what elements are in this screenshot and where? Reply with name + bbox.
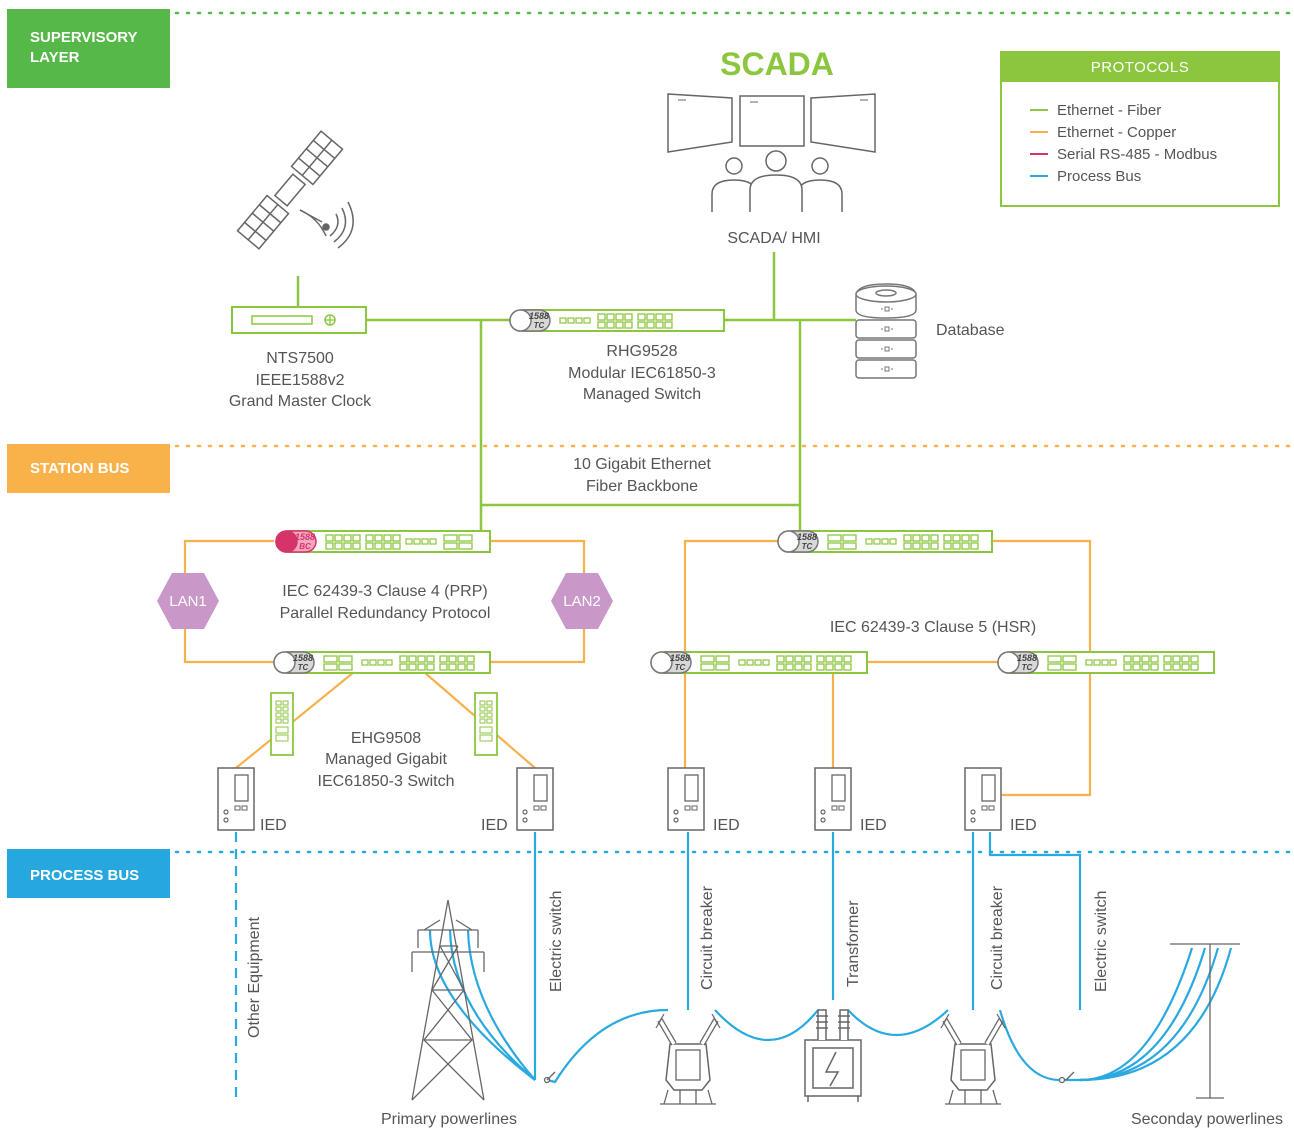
electric-switch-icon-left (543, 1071, 556, 1084)
circuit-breaker-icon-right (941, 1014, 1005, 1104)
hsr-label: IEC 62439-3 Clause 5 (HSR) (830, 619, 1036, 636)
supervisory-layer-label-line1: SUPERVISORY (30, 29, 138, 46)
ehg9508-switch-right (474, 692, 498, 756)
ied-1 (217, 767, 255, 831)
ied-5 (964, 767, 1002, 831)
station-bus-band: STATION BUS (7, 444, 1294, 493)
supervisory-layer-band: SUPERVISORY LAYER (7, 9, 1294, 88)
ptp-badge-number: 1588 (529, 311, 549, 321)
scada-caption: SCADA/ HMI (727, 230, 820, 247)
primary-powerlines-label: Primary powerlines (381, 1111, 517, 1128)
clock-label-standard: IEEE1588v2 (256, 372, 345, 389)
core-switch-type: Modular IEC61850-3 (568, 365, 716, 382)
prp-label-1: IEC 62439-3 Clause 4 (PRP) (282, 583, 487, 600)
electric-switch-icon-right (1058, 1071, 1075, 1084)
secondary-pole-icon (1170, 943, 1240, 1099)
electric-switch-label-right: Electric switch (1093, 891, 1110, 992)
ptp-badge-number: 1588 (295, 532, 315, 542)
ehg9508-switch-left (270, 692, 294, 756)
legend-item: Serial RS-485 - Modbus (1030, 146, 1217, 163)
process-bus-band: PROCESS BUS (7, 849, 1294, 898)
ptp-badge-number: 1588 (670, 653, 690, 663)
ied-3 (667, 767, 705, 831)
ied-1-label: IED (260, 817, 287, 834)
lan1-label: LAN1 (169, 593, 207, 610)
legend-item: Process Bus (1030, 168, 1141, 185)
legend-label: Ethernet - Fiber (1057, 102, 1161, 119)
transformer-label: Transformer (845, 900, 862, 987)
lan2-label: LAN2 (563, 593, 601, 610)
circuit-breaker-label-right: Circuit breaker (989, 885, 1006, 990)
ied-4 (814, 767, 852, 831)
legend-label: Serial RS-485 - Modbus (1057, 146, 1217, 163)
scada-hmi: SCADA SCADA/ HMI (667, 46, 876, 247)
ied-2-label: IED (481, 817, 508, 834)
station-bus-label: STATION BUS (30, 460, 129, 477)
ied-2 (516, 767, 554, 831)
ptp-badge-number: 1588 (293, 653, 313, 663)
ptp-badge-type: TC (675, 663, 686, 672)
backbone-label-1: 10 Gigabit Ethernet (573, 456, 711, 473)
lan2-node: LAN2 (551, 573, 613, 629)
legend-item: Ethernet - Copper (1030, 124, 1176, 141)
electric-switch-label-left: Electric switch (548, 891, 565, 992)
clock-label-role: Grand Master Clock (229, 393, 372, 410)
scada-title: SCADA (720, 46, 834, 82)
supervisory-layer-label-line2: LAYER (30, 49, 80, 66)
legend-item: Ethernet - Fiber (1030, 102, 1161, 119)
core-switch-role: Managed Switch (583, 386, 701, 403)
ptp-badge-number: 1588 (797, 532, 817, 542)
ehg-label-model: EHG9508 (351, 730, 421, 747)
ptp-badge-type: TC (802, 542, 813, 551)
clock-label-model: NTS7500 (266, 350, 334, 367)
legend-label: Ethernet - Copper (1057, 124, 1176, 141)
secondary-powerlines-label: Seconday powerlines (1131, 1111, 1283, 1128)
fiber-links (296, 252, 856, 540)
ptp-badge-type: TC (534, 321, 545, 330)
process-bus-label: PROCESS BUS (30, 867, 139, 884)
core-switch-model: RHG9528 (606, 343, 677, 360)
lan1-node: LAN1 (157, 573, 219, 629)
ied-5-label: IED (1010, 817, 1037, 834)
circuit-breaker-label-left: Circuit breaker (699, 885, 716, 990)
other-equipment-label: Other Equipment (246, 916, 263, 1038)
database-label: Database (936, 322, 1005, 339)
ehg-label-role: IEC61850-3 Switch (318, 773, 455, 790)
prp-label-2: Parallel Redundancy Protocol (280, 605, 491, 622)
circuit-breaker-icon-left (656, 1014, 720, 1104)
transformer-icon (804, 1009, 862, 1102)
legend-title: PROTOCOLS (1091, 59, 1189, 76)
ehg-label-type: Managed Gigabit (325, 751, 447, 768)
process-bus-links (234, 832, 1233, 1100)
ptp-badge-type: TC (298, 663, 309, 672)
legend-label: Process Bus (1057, 168, 1141, 185)
ptp-badge-type: BC (299, 542, 311, 551)
backbone-label-2: Fiber Backbone (586, 478, 698, 495)
ied-3-label: IED (713, 817, 740, 834)
nts7500-clock (231, 306, 367, 334)
database-icon (855, 283, 917, 379)
ptp-badge-number: 1588 (1017, 653, 1037, 663)
primary-pylon-icon (411, 899, 485, 1101)
ied-4-label: IED (860, 817, 887, 834)
satellite-icon (236, 130, 354, 250)
ptp-badge-type: TC (1022, 663, 1033, 672)
